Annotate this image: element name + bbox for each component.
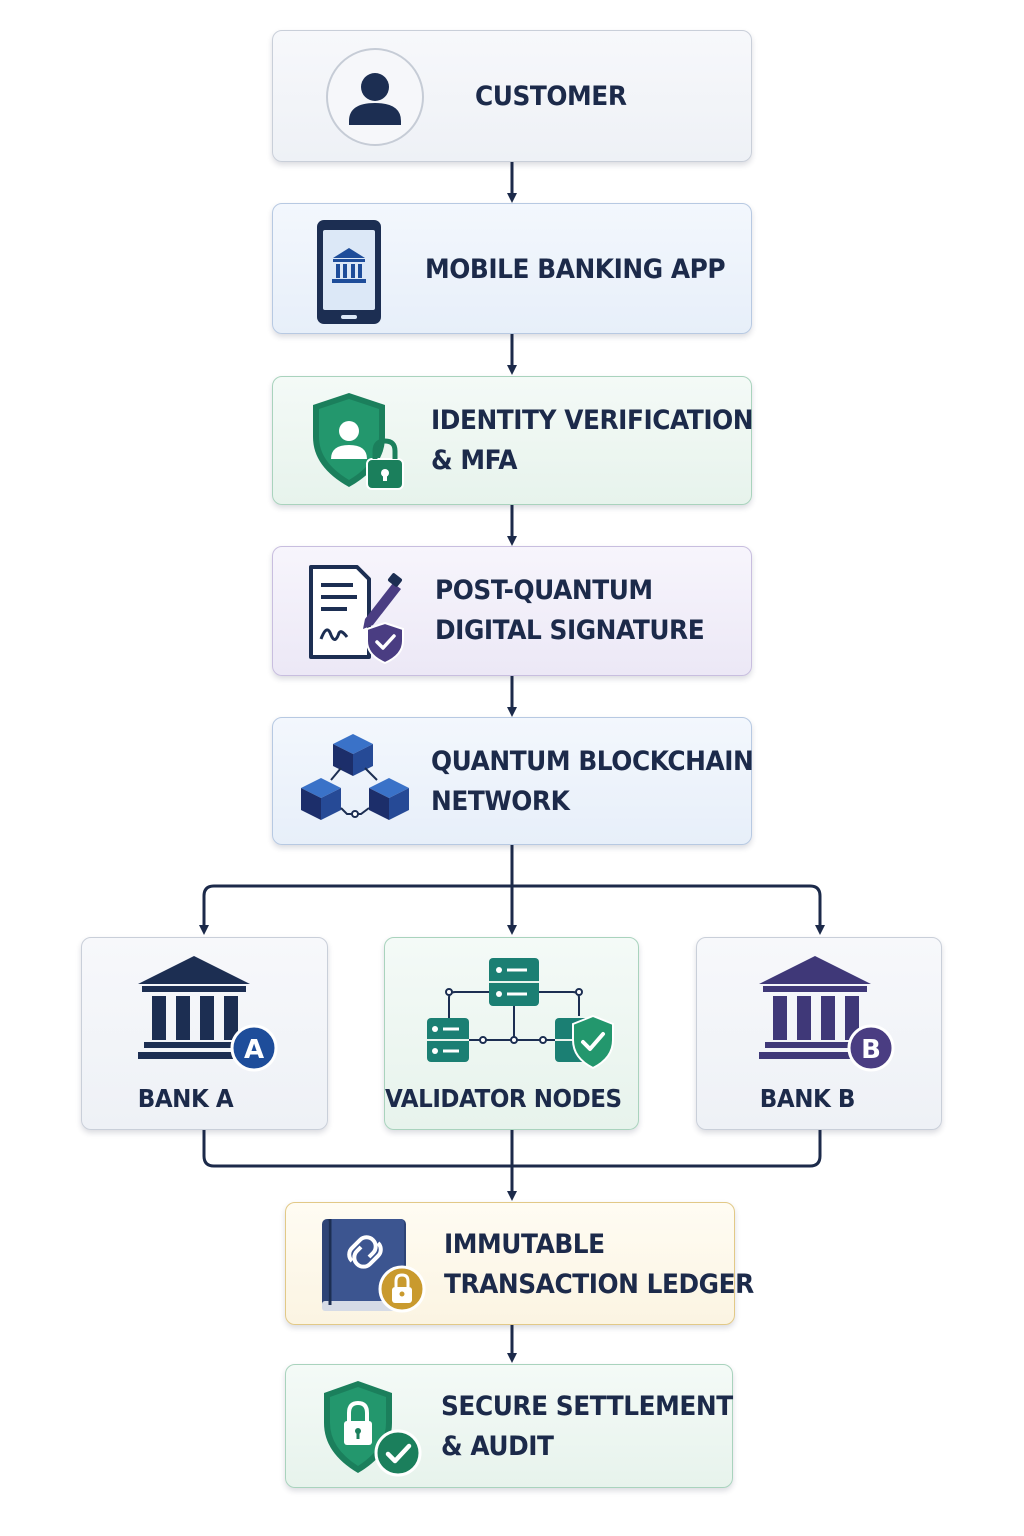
arrow-to-bank-b bbox=[512, 884, 825, 935]
arrow-to-bank-a bbox=[199, 884, 512, 935]
server-network-icon bbox=[423, 954, 619, 1078]
arrow-from-bank-a bbox=[202, 1130, 512, 1168]
blockchain-node: QUANTUM BLOCKCHAIN NETWORK bbox=[272, 717, 754, 845]
bank-b-badge: B bbox=[861, 1035, 881, 1065]
bank-a-node: A BANK A bbox=[81, 937, 328, 1130]
shield-user-lock-icon bbox=[307, 389, 411, 497]
bank-a-badge: A bbox=[244, 1035, 264, 1065]
settlement-label: SECURE SETTLEMENT & AUDIT bbox=[441, 1391, 733, 1462]
mobile-app-node: MOBILE BANKING APP bbox=[272, 203, 752, 334]
mobile-bank-icon bbox=[315, 218, 383, 330]
customer-node: CUSTOMER bbox=[272, 30, 752, 162]
signature-node: POST-QUANTUM DIGITAL SIGNATURE bbox=[272, 546, 752, 676]
bank-a-label: BANK A bbox=[137, 1084, 234, 1113]
signature-label: POST-QUANTUM DIGITAL SIGNATURE bbox=[435, 575, 705, 646]
ledger-node: IMMUTABLE TRANSACTION LEDGER bbox=[285, 1202, 754, 1325]
validators-label: VALIDATOR NODES bbox=[385, 1084, 622, 1113]
user-icon bbox=[325, 47, 425, 151]
identity-label: IDENTITY VERIFICATION & MFA bbox=[431, 405, 754, 476]
settlement-node: SECURE SETTLEMENT & AUDIT bbox=[285, 1364, 733, 1488]
identity-node: IDENTITY VERIFICATION & MFA bbox=[272, 376, 754, 505]
mobile-app-label: MOBILE BANKING APP bbox=[425, 254, 726, 285]
bank-icon: A bbox=[138, 954, 280, 1076]
validators-node: VALIDATOR NODES bbox=[384, 937, 639, 1130]
blockchain-cubes-icon bbox=[297, 730, 413, 834]
document-signature-icon bbox=[307, 561, 407, 671]
blockchain-label: QUANTUM BLOCKCHAIN NETWORK bbox=[431, 746, 754, 817]
shield-lock-check-icon bbox=[318, 1377, 426, 1485]
bank-b-label: BANK B bbox=[759, 1084, 856, 1113]
bank-icon: B bbox=[759, 954, 901, 1076]
arrow-from-bank-b bbox=[512, 1130, 822, 1168]
bank-b-node: B BANK B bbox=[696, 937, 942, 1130]
customer-label: CUSTOMER bbox=[475, 81, 627, 112]
ledger-book-lock-icon bbox=[318, 1213, 430, 1321]
ledger-label: IMMUTABLE TRANSACTION LEDGER bbox=[444, 1229, 754, 1300]
